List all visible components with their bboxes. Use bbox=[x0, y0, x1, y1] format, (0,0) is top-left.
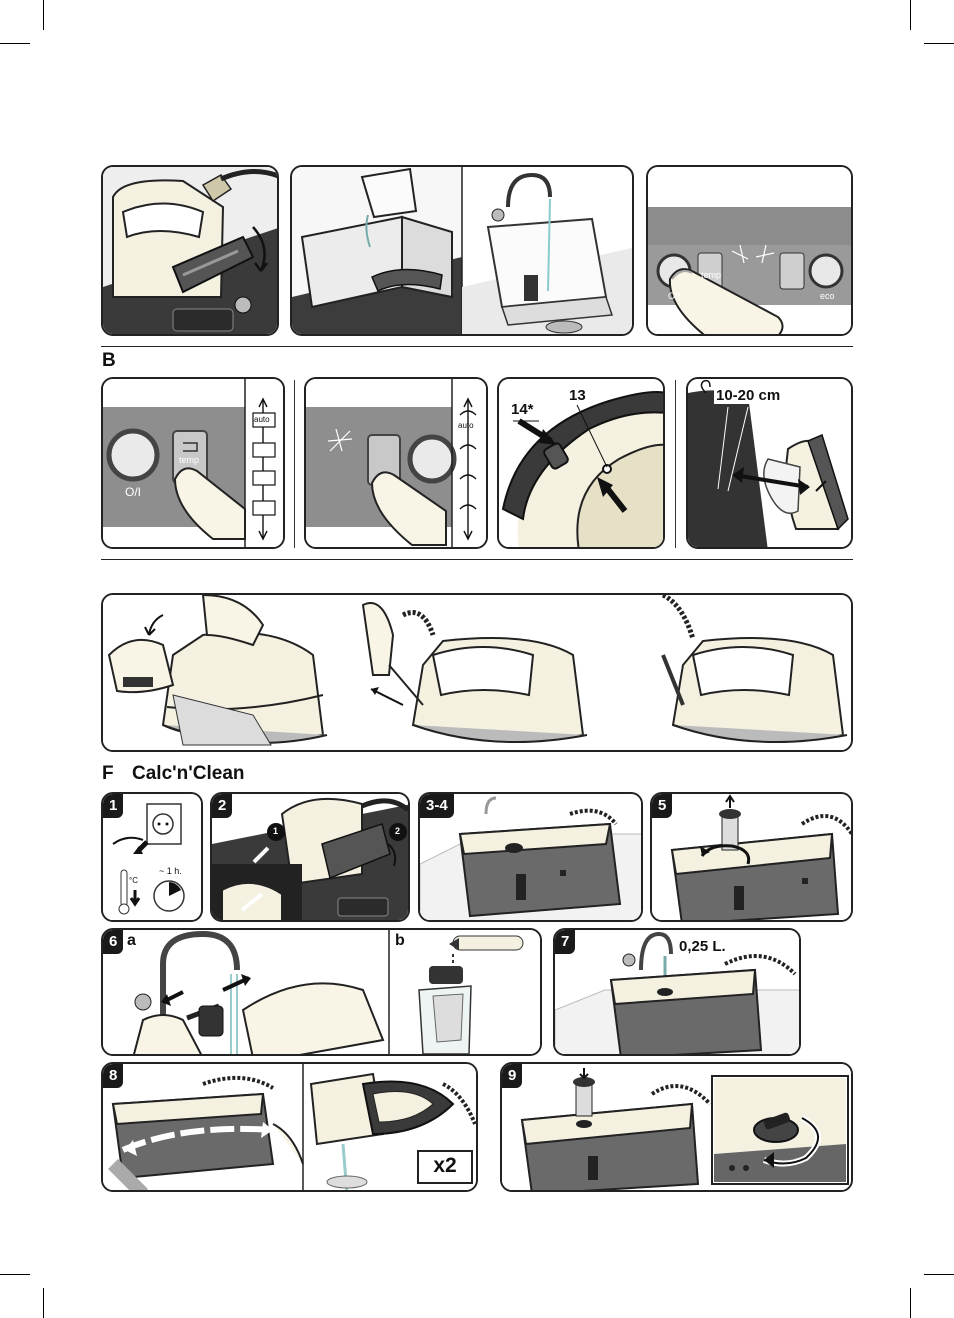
crop-mark-tr-v bbox=[910, 0, 911, 30]
step-2-remove-iron: 2 1 2 bbox=[210, 792, 410, 922]
b4-distance-label: 10-20 cm bbox=[714, 387, 783, 404]
step8-repeat-box: x2 bbox=[417, 1150, 473, 1184]
crop-mark-tl-v bbox=[43, 0, 44, 30]
finger-press-icon bbox=[306, 379, 486, 547]
a3-temp-label: temp bbox=[701, 270, 722, 280]
step-1-unplug-cool: 1 °C ~ 1 h. bbox=[101, 792, 203, 922]
b2-auto-label: auto bbox=[458, 421, 474, 430]
separator-b1-b2 bbox=[294, 380, 295, 548]
b1-onoff-label: O/I bbox=[125, 485, 142, 499]
panel-a3-press-power: O/I temp eco bbox=[646, 165, 853, 336]
panel-c-cable-storage bbox=[101, 593, 853, 752]
step-8-badge: 8 bbox=[103, 1064, 124, 1088]
divider-after-row-b bbox=[101, 559, 853, 560]
section-letter-b: B bbox=[102, 350, 116, 371]
iron-icon bbox=[499, 379, 663, 547]
divider-after-row-a bbox=[101, 346, 853, 347]
iron-icon bbox=[103, 167, 277, 334]
panel-b3-steam-trigger: 14* 13 bbox=[497, 377, 665, 549]
arrow-icon bbox=[103, 1064, 476, 1190]
section-title-calcnclean: Calc'n'Clean bbox=[132, 763, 245, 784]
step2-marker-2: 2 bbox=[395, 826, 401, 836]
section-letter-f: F bbox=[102, 763, 114, 784]
rotate-arrow-icon bbox=[502, 1064, 851, 1190]
step-1-badge: 1 bbox=[103, 794, 124, 818]
crop-mark-bl-v bbox=[43, 1288, 44, 1318]
faucet-icon bbox=[103, 930, 540, 1054]
rotate-arrow-icon bbox=[652, 794, 851, 920]
iron-icon bbox=[212, 794, 408, 920]
step-34-badge: 3-4 bbox=[420, 794, 454, 818]
step-8-shake-drain: 8 x2 bbox=[101, 1062, 478, 1192]
step6-sub-a: a bbox=[127, 932, 136, 949]
water-tank-icon bbox=[292, 167, 632, 334]
panel-a1-lock-iron bbox=[101, 165, 279, 336]
a3-onoff-label: O/I bbox=[668, 291, 681, 301]
iron-icon bbox=[103, 595, 851, 750]
separator-b3-b4 bbox=[675, 380, 676, 548]
step-7-badge: 7 bbox=[555, 930, 576, 954]
b3-callout-14: 14* bbox=[511, 401, 534, 418]
iron-icon bbox=[688, 379, 851, 547]
panel-b4-vertical-steam: 10-20 cm bbox=[686, 377, 853, 549]
crop-mark-br-v bbox=[910, 1288, 911, 1318]
step-7-fill-water: 7 0,25 L. bbox=[553, 928, 801, 1056]
b1-auto-label: auto bbox=[254, 415, 270, 424]
step1-time: ~ 1 h. bbox=[159, 866, 182, 876]
crop-mark-br-h bbox=[924, 1274, 954, 1275]
step-34-base-at-sink: 3-4 bbox=[418, 792, 643, 922]
step-2-badge: 2 bbox=[212, 794, 233, 818]
step-9-replace-cap: 9 bbox=[500, 1062, 853, 1192]
power-button-icon bbox=[103, 379, 283, 547]
water-tank-icon bbox=[420, 794, 641, 920]
finger-press-icon bbox=[648, 167, 851, 334]
panel-b1-temp-button: O/I temp auto bbox=[101, 377, 285, 549]
b3-callout-13: 13 bbox=[569, 387, 586, 404]
panel-b2-steam-button: auto bbox=[304, 377, 488, 549]
plug-icon bbox=[103, 794, 201, 920]
step-6-rinse-cartridge: 6 a b bbox=[101, 928, 542, 1056]
b1-temp-label: temp bbox=[179, 455, 200, 465]
step-5-badge: 5 bbox=[652, 794, 673, 818]
panel-a2-fill-tank bbox=[290, 165, 634, 336]
crop-mark-bl-h bbox=[0, 1274, 30, 1275]
water-tank-icon bbox=[555, 930, 799, 1054]
a3-eco-label: eco bbox=[820, 291, 835, 301]
step-6-badge: 6 bbox=[103, 930, 124, 954]
step2-marker-1: 1 bbox=[273, 826, 279, 836]
step7-volume: 0,25 L. bbox=[679, 938, 726, 955]
step6-sub-b: b bbox=[395, 932, 405, 949]
step-5-remove-cap: 5 bbox=[650, 792, 853, 922]
step1-temp-unit: °C bbox=[129, 876, 138, 885]
crop-mark-tl-h bbox=[0, 43, 30, 44]
crop-mark-tr-h bbox=[924, 43, 954, 44]
step-9-badge: 9 bbox=[502, 1064, 523, 1088]
